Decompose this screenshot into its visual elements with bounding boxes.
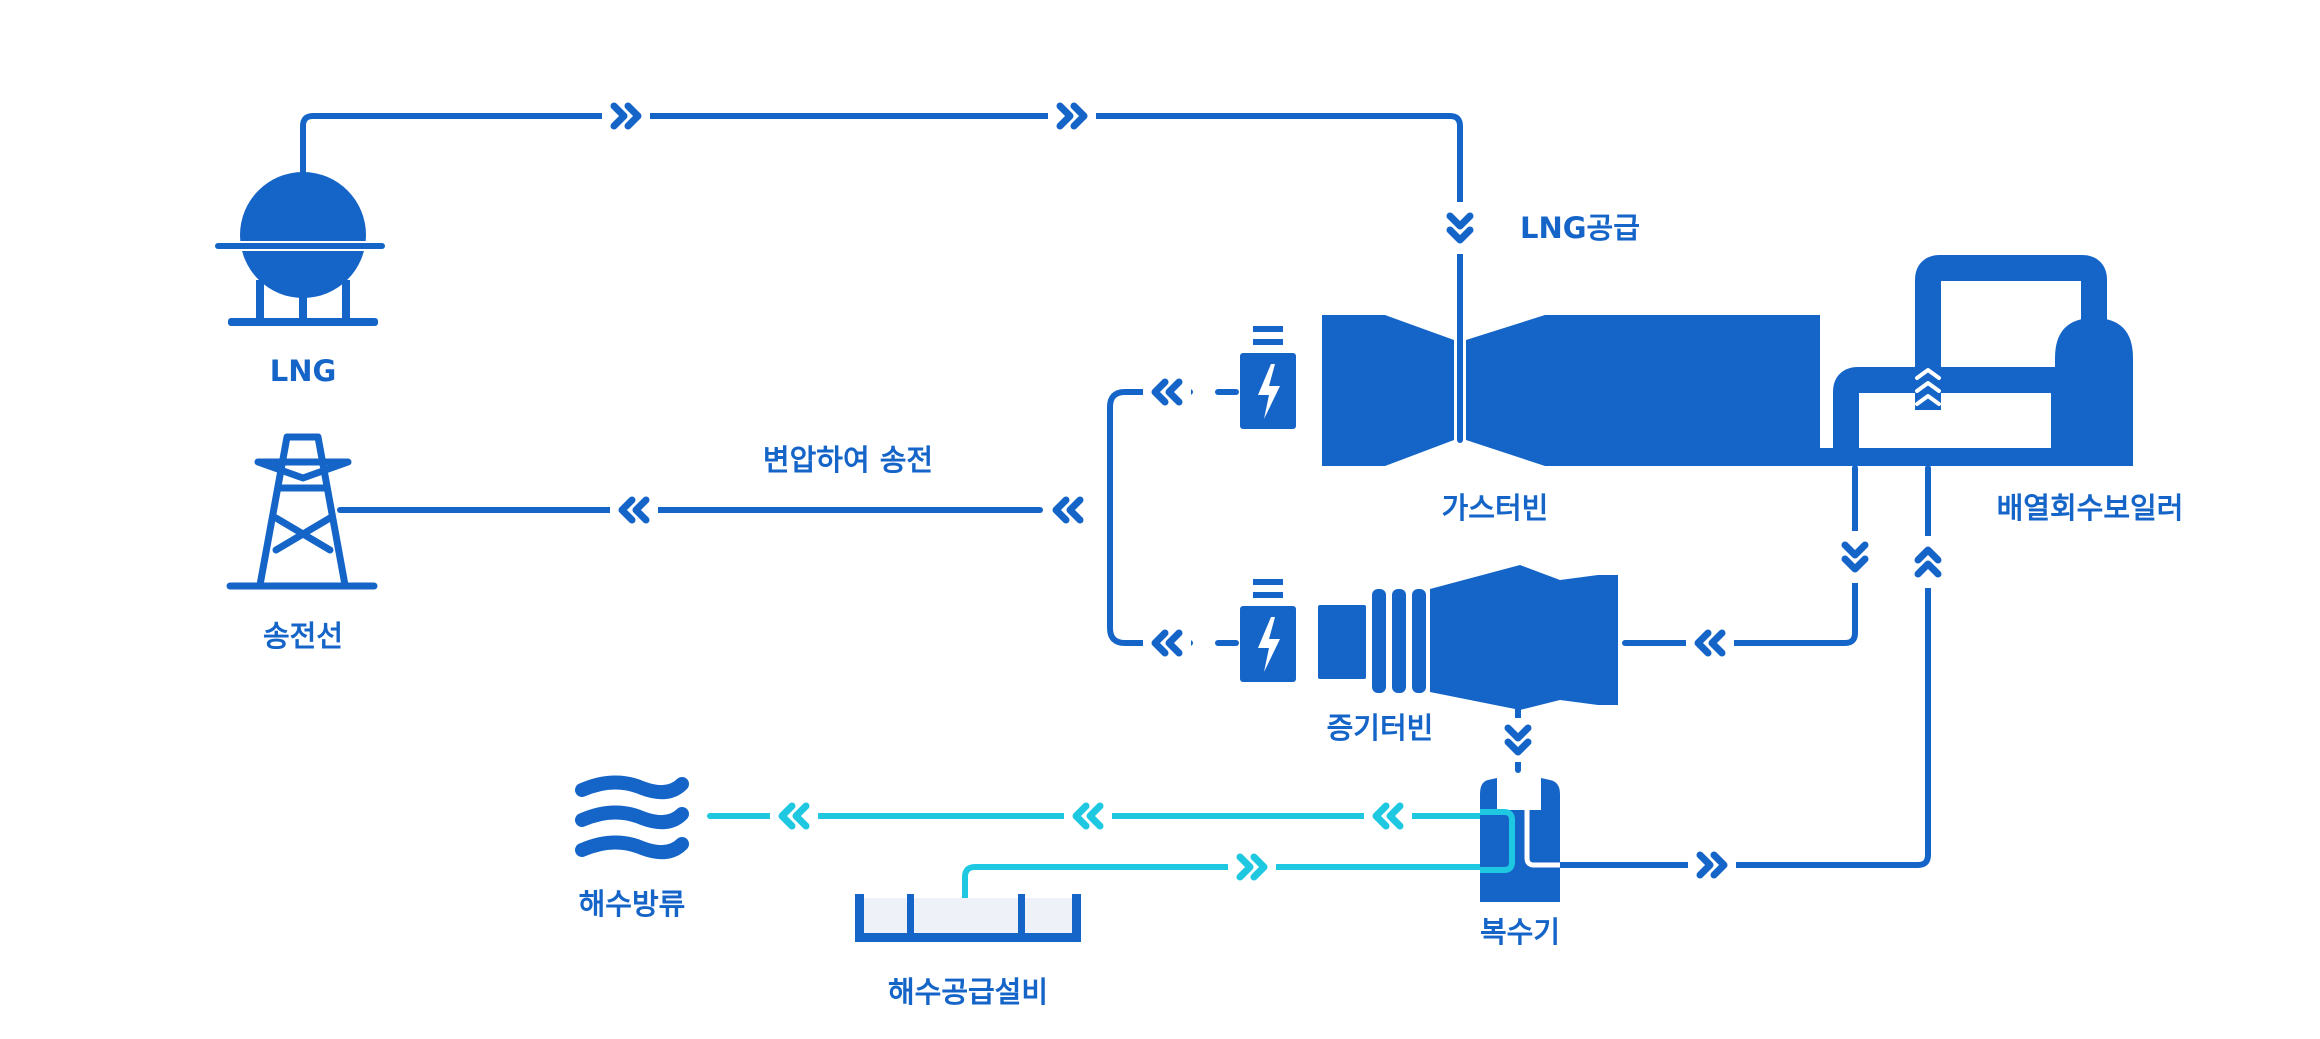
step-up-transmission-label: 변압하여 송전 <box>763 443 933 477</box>
double-chevron-icon <box>1911 536 1945 588</box>
hrsg-label: 배열회수보일러 <box>1997 491 2184 525</box>
double-chevron-icon <box>602 99 650 133</box>
lng-supply-label: LNG공급 <box>1520 211 1640 245</box>
lng-label: LNG <box>270 354 337 388</box>
condensate-return-line <box>1557 465 1931 868</box>
double-chevron-icon <box>1044 493 1092 527</box>
double-chevron-icon <box>610 493 658 527</box>
pipelines <box>300 113 1931 868</box>
battery-bolt-icon <box>1240 326 1296 429</box>
hrsg-rise-chevrons <box>1915 368 1941 406</box>
transmission-tower-icon <box>226 433 378 590</box>
battery-bolt-icon <box>1240 579 1296 682</box>
double-chevron-icon <box>1064 799 1112 833</box>
lng-tank-icon <box>215 172 385 326</box>
double-chevron-icon <box>1228 850 1276 884</box>
double-chevron-icon <box>1686 626 1734 660</box>
condenser-icon <box>1480 778 1560 902</box>
double-chevron-icon <box>1443 202 1477 254</box>
double-chevron-icon <box>1048 99 1096 133</box>
sea-discharge-label: 해수방류 <box>579 887 686 921</box>
double-chevron-icon <box>1501 718 1535 762</box>
double-chevron-icon <box>1143 626 1191 660</box>
seawater-supply-label: 해수공급설비 <box>888 975 1048 1009</box>
gas-turbine-label: 가스터빈 <box>1442 491 1549 525</box>
double-chevron-icon <box>1838 531 1872 583</box>
steam-turbine-generator <box>1240 579 1296 682</box>
lng-supply-line <box>300 113 1463 443</box>
sea-waves-icon <box>575 775 689 860</box>
steam-turbine-icon <box>1318 565 1618 710</box>
steam-turbine-label: 증기터빈 <box>1327 711 1434 745</box>
double-chevron-icon <box>1688 848 1736 882</box>
double-chevron-icon <box>1364 799 1412 833</box>
hrsg-icon <box>1808 255 2133 466</box>
gas-turbine-icon <box>1322 315 1820 466</box>
seawater-intake-basin-icon <box>855 894 1081 942</box>
condenser-label: 복수기 <box>1480 915 1560 949</box>
transmission-line-label: 송전선 <box>263 619 343 653</box>
double-chevron-icon <box>1143 375 1191 409</box>
gas-turbine-generator <box>1240 326 1296 429</box>
generator-bracket-line <box>1107 389 1193 646</box>
steam-line <box>1622 465 1858 646</box>
double-chevron-icon <box>770 799 818 833</box>
seawater-intake-line <box>962 864 1488 915</box>
